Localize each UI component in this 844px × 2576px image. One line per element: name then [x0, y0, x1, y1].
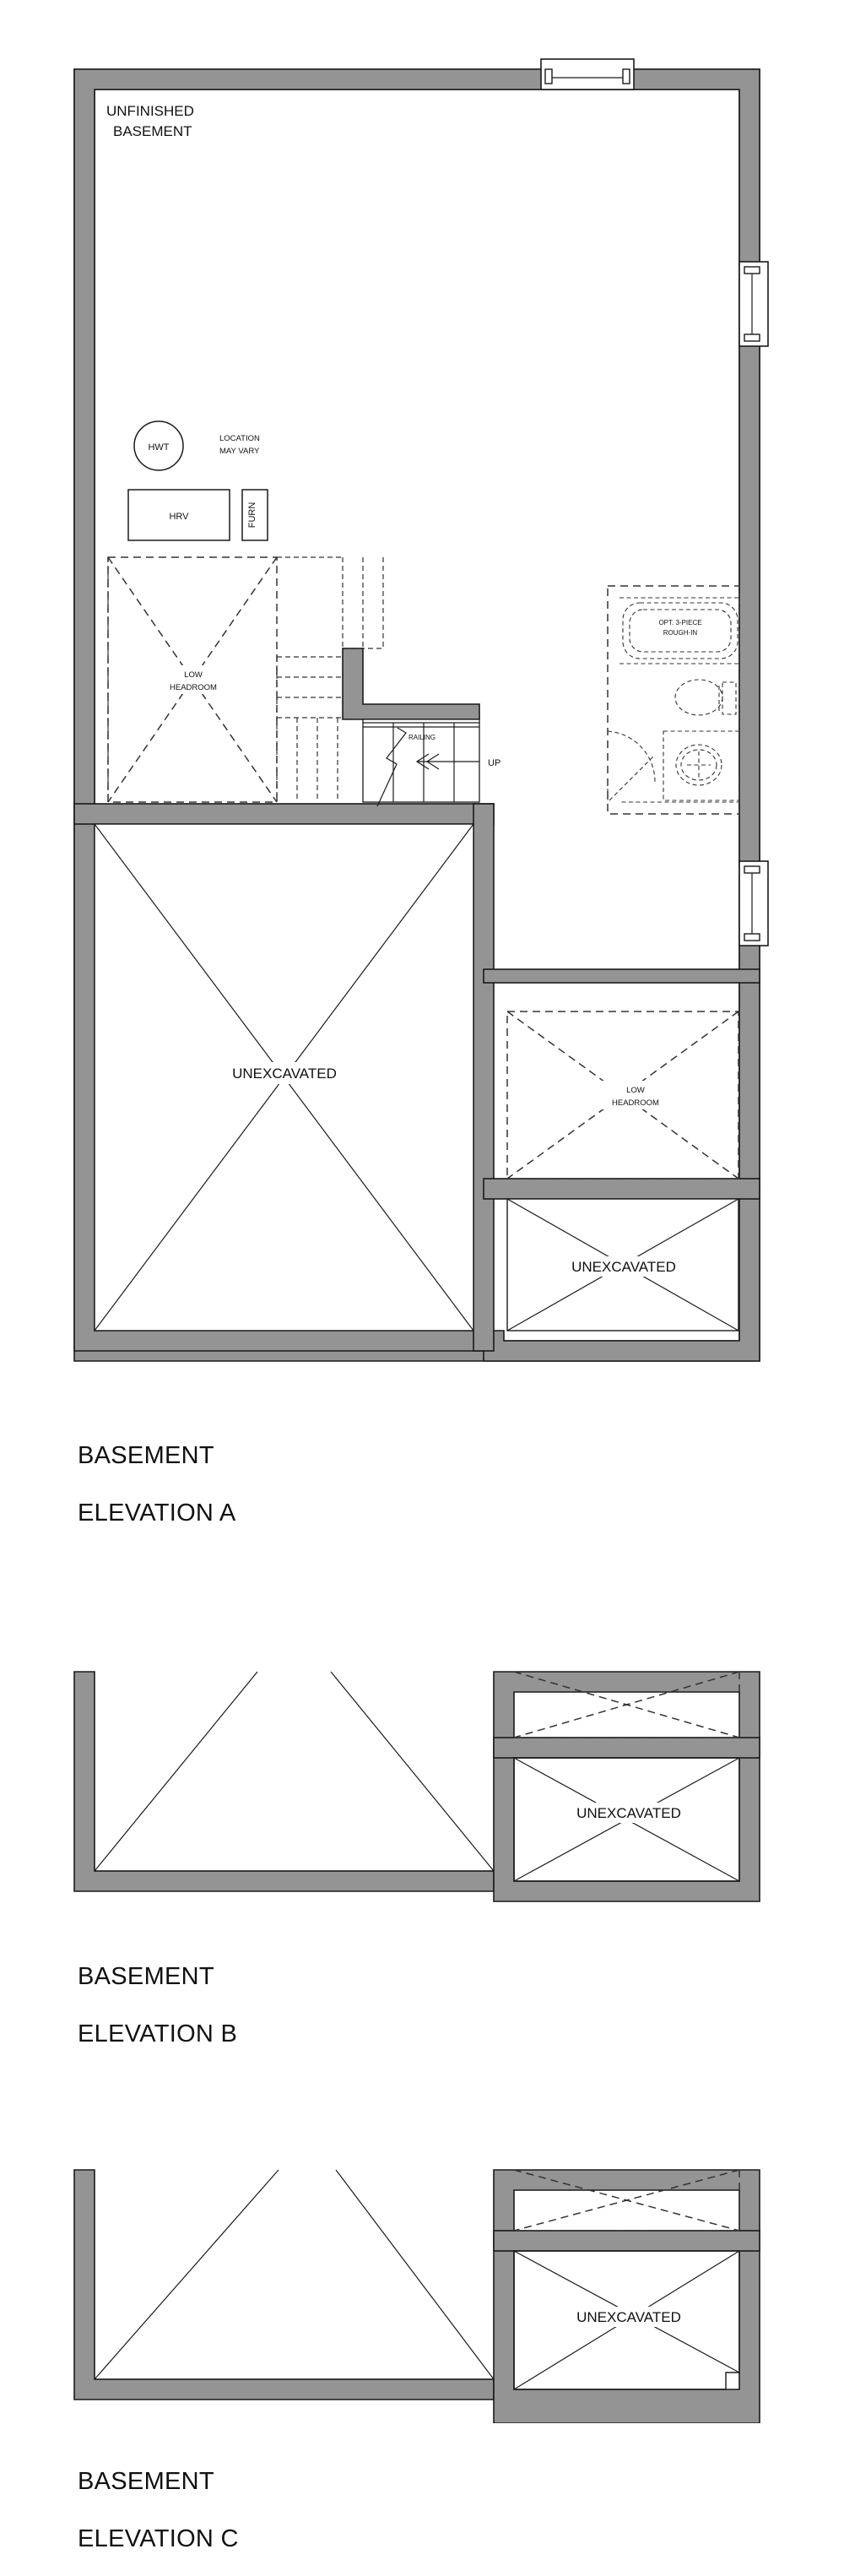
caption-a-line1: BASEMENT [78, 1442, 214, 1469]
equipment-label-hrv: HRV [169, 512, 189, 522]
note-location-may-vary: LOCATION MAY VARY [219, 434, 260, 456]
note-opt-rough-in-line1: OPT. 3-PIECE [658, 619, 701, 626]
zone-label-unexcavated-main: UNEXCAVATED [232, 1066, 337, 1082]
exterior-wall-right-c [493, 2169, 760, 2423]
zone-low-headroom-left: LOW HEADROOM [107, 556, 278, 803]
zone-label-low-headroom-left-line1: LOW [184, 670, 203, 680]
plan-elevation-c: UNEXCAVATED [0, 2085, 844, 2423]
room-label-unfinished-basement-line1: UNFINISHED [106, 103, 194, 119]
zone-opt-bath-rough-in: OPT. 3-PIECE ROUGH-IN [607, 585, 740, 815]
zone-label-low-headroom-left-line2: HEADROOM [170, 683, 217, 692]
zone-unexcavated-main: UNEXCAVATED [94, 823, 474, 1331]
zone-unexcavated-c: UNEXCAVATED [513, 2250, 740, 2390]
caption-c-line2: ELEVATION C [78, 2525, 239, 2552]
zone-label-low-headroom-right-line2: HEADROOM [612, 1098, 659, 1108]
caption-c-line1: BASEMENT [78, 2468, 214, 2495]
interior-partition-lower-right [483, 1178, 760, 1200]
room-label-unfinished-basement-line2: BASEMENT [113, 123, 192, 139]
stair-treads [362, 719, 480, 803]
zone-unexcavated-b: UNEXCAVATED [513, 1757, 740, 1882]
stair-label-up: UP [488, 758, 500, 768]
stair-label-railing: RAILING [408, 734, 436, 741]
equipment-hwt: HWT [133, 420, 184, 471]
stair-direction-arrow [415, 753, 479, 770]
equipment-label-furn: FURN [247, 502, 257, 529]
note-line1: LOCATION [219, 434, 260, 443]
zone-low-headroom-right: LOW HEADROOM [506, 1011, 739, 1180]
caption-b-line2: ELEVATION B [78, 2020, 238, 2047]
floorplan-svg-elevation-c: UNEXCAVATED [73, 2169, 760, 2423]
interior-partition-c [493, 2230, 760, 2252]
caption-elevation-c: BASEMENT ELEVATION C [78, 2438, 239, 2553]
zone-open-left-c [94, 2169, 495, 2380]
zone-open-left-b [94, 1671, 495, 1872]
floorplan-svg-elevation-a: UNFINISHED BASEMENT HWT LOCATION MAY VAR… [73, 58, 769, 1362]
caption-a-line2: ELEVATION A [78, 1500, 236, 1527]
note-line2: MAY VARY [219, 447, 260, 456]
equipment-label-hwt: HWT [148, 442, 169, 453]
zone-label-unexcavated-right: UNEXCAVATED [571, 1259, 676, 1275]
zone-unexcavated-right: UNEXCAVATED [506, 1198, 739, 1331]
window-right-wall-lower [738, 860, 769, 946]
zone-low-headroom-c [513, 2169, 740, 2232]
note-opt-rough-in-line2: ROUGH-IN [663, 629, 698, 637]
interior-partition-upper-left [73, 803, 495, 825]
equipment-furn: FURN [241, 489, 268, 541]
stair-break-line [376, 727, 407, 807]
interior-partition-right-top [483, 968, 760, 984]
window-top-wall [540, 58, 635, 90]
interior-partition-vertical [473, 803, 495, 1352]
interior-partition-b [493, 1737, 760, 1759]
zone-label-unexcavated-c: UNEXCAVATED [576, 2309, 681, 2325]
caption-elevation-a: BASEMENT ELEVATION A [78, 1413, 236, 1527]
zone-label-unexcavated-b: UNEXCAVATED [576, 1805, 681, 1821]
exterior-wall-right-b [493, 1671, 760, 1902]
equipment-hrv: HRV [127, 489, 230, 541]
exterior-wall-left-c [73, 2169, 495, 2400]
zone-label-low-headroom-right-line1: LOW [626, 1086, 645, 1095]
exterior-wall-left-b [73, 1671, 495, 1892]
fixture-sink-icon [663, 730, 740, 801]
fixture-toilet-icon [674, 679, 737, 716]
zone-low-headroom-b [513, 1671, 740, 1738]
caption-b-line1: BASEMENT [78, 1963, 214, 1990]
plan-elevation-b: UNEXCAVATED [0, 1587, 844, 1908]
caption-elevation-b: BASEMENT ELEVATION B [78, 1933, 237, 2048]
window-right-wall-upper [738, 261, 769, 347]
plan-elevation-a: UNFINISHED BASEMENT HWT LOCATION MAY VAR… [73, 58, 769, 1362]
floorplan-svg-elevation-b: UNEXCAVATED [73, 1671, 760, 1902]
stair-landing-wall [342, 648, 480, 720]
door-swing-bath [607, 730, 656, 802]
